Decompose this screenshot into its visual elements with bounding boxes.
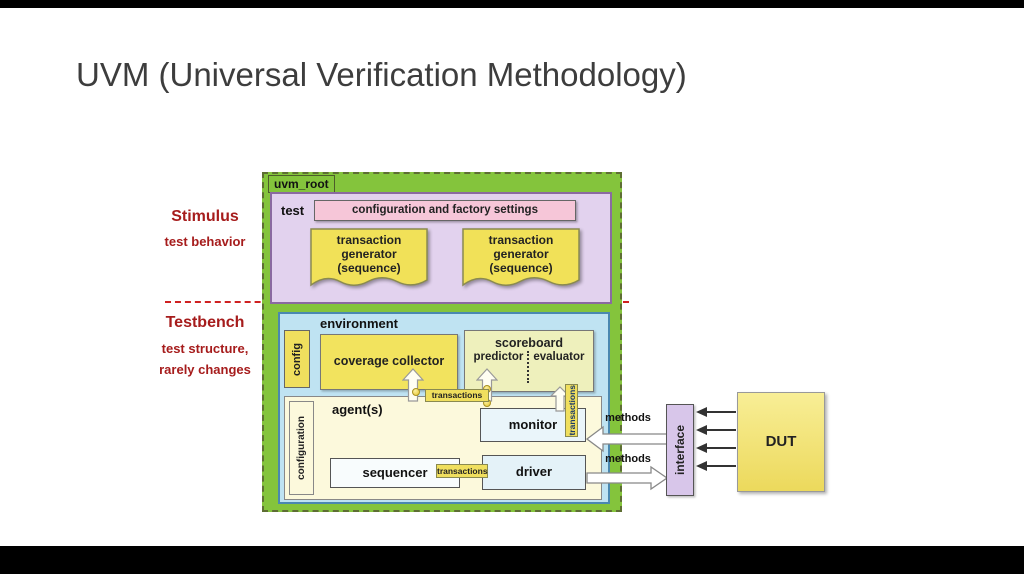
stimulus-sublabel: test behavior [164,234,246,249]
dut-box: DUT [737,392,825,492]
decorative-dot [412,388,420,396]
methods-arrow-left-icon [586,425,668,453]
bottom-black-bar [0,546,1024,574]
config-box: config [284,330,310,388]
test-label: test [281,203,305,218]
signal-arrow-icon [696,461,736,471]
stimulus-label: Stimulus [171,208,239,225]
transactions-badge-upper: transactions [425,389,489,402]
top-black-bar [0,0,1024,8]
signal-arrow-icon [696,407,736,417]
coverage-collector-box: coverage collector [320,334,458,390]
scoreboard-title: scoreboard [494,336,564,350]
config-factory-settings-box: configuration and factory settings [314,200,576,221]
document-shape-icon [310,228,428,287]
scoreboard-box: scoreboard predictor evaluator [464,330,594,392]
transaction-generator-2: transaction generator (sequence) [462,228,580,294]
testbench-label: Testbench [165,314,245,331]
environment-label: environment [320,316,399,331]
transactions-vertical-label: transactions [566,385,577,436]
transaction-generator-label: transaction generator (sequence) [336,233,402,275]
testbench-sublabel-1: test structure, [161,341,249,356]
transaction-generator-label: transaction generator (sequence) [488,233,554,275]
transactions-badge-vertical: transactions [565,384,578,437]
config-label: config [291,342,303,376]
agents-label: agent(s) [332,402,383,417]
dotted-divider [527,351,530,383]
transaction-generator-1: transaction generator (sequence) [310,228,428,294]
transactions-badge-sequencer: transactions [436,464,488,478]
document-shape-icon [462,228,580,287]
evaluator-label: evaluator [533,351,585,363]
page-title: UVM (Universal Verification Methodology) [76,56,687,93]
uvm-root-label: uvm_root [268,175,335,193]
methods-arrow-right-icon [586,465,668,491]
signal-arrow-icon [696,443,736,453]
interface-box: interface [666,404,694,496]
configuration-label: configuration [296,416,307,480]
configuration-box: configuration [289,401,314,495]
testbench-sublabel-2: rarely changes [159,362,251,377]
predictor-label: predictor [473,351,524,363]
up-arrow-icon [402,368,424,402]
methods-label-monitor: methods [605,412,651,424]
interface-label: interface [673,424,687,476]
signal-arrow-icon [696,425,736,435]
methods-label-driver: methods [605,453,651,465]
driver-box: driver [482,455,586,490]
